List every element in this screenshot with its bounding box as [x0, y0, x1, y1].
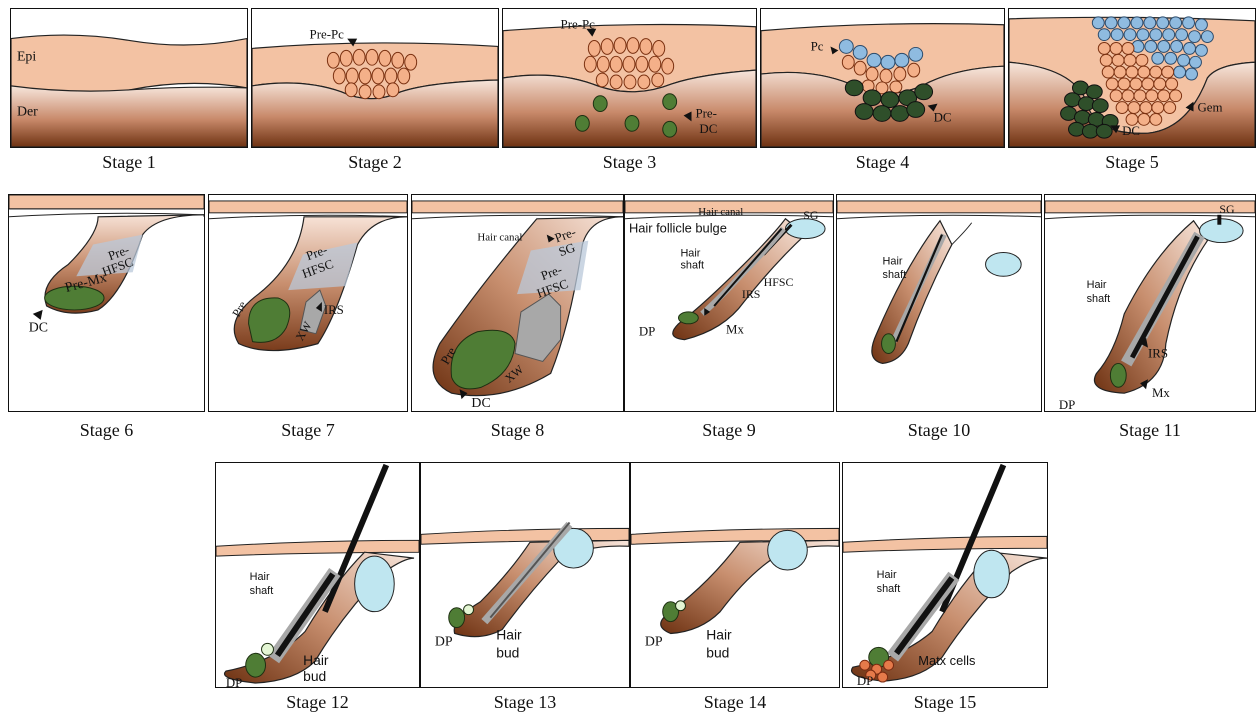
stage-4-panel: Pc DC: [760, 8, 1005, 148]
stage-14-panel: DP Hair bud: [630, 462, 840, 688]
stage-15-caption: Stage 15: [842, 692, 1048, 713]
hair-shaft-label-1: Hair: [877, 569, 897, 581]
stage-3-caption: Stage 3: [502, 152, 757, 173]
stage-8-panel: Hair canal Pre- SG Pre- HFSC Pre XW DC: [411, 194, 624, 412]
stage-1-panel: Epi Der: [10, 8, 248, 148]
pre-pc-label: Pre-Pc: [310, 28, 345, 42]
pre-pc-label: Pre-Pc: [561, 18, 596, 32]
stage-7-panel: Pre- HFSC IRS Pre XW: [208, 194, 408, 412]
sg-label: SG: [803, 208, 819, 222]
stage-10-panel: Hair shaft: [836, 194, 1042, 412]
hair-canal-label: Hair canal: [477, 232, 522, 244]
stage-6-panel: Pre- HFSC Pre-Mx DC: [8, 194, 205, 412]
hair-bud-label-1: Hair: [496, 626, 522, 642]
dp-label: DP: [1059, 398, 1075, 411]
hair-shaft-label-2: shaft: [680, 259, 704, 271]
hair-shaft-label-2: shaft: [883, 269, 907, 281]
hair-bud-label-1: Hair: [706, 626, 732, 642]
hair-canal-label: Hair canal: [698, 206, 743, 218]
stage-11-panel: SG Hair shaft IRS DP Mx: [1044, 194, 1256, 412]
hair-shaft-label-1: Hair: [1087, 279, 1107, 291]
stage-5-caption: Stage 5: [1008, 152, 1256, 173]
stage-15-panel: Hair shaft Matx cells DP: [842, 462, 1048, 688]
irs-label: IRS: [742, 287, 760, 301]
hair-shaft-label-2: shaft: [250, 585, 274, 597]
hair-shaft-label-1: Hair: [680, 247, 700, 259]
sg-label: SG: [1219, 202, 1235, 216]
dp-label: DP: [639, 325, 655, 339]
mx-label: Mx: [726, 323, 744, 337]
stage-3-panel: Pre-Pc Pre- DC: [502, 8, 757, 148]
hair-follicle-bulge-label: Hair follicle bulge: [629, 221, 727, 236]
epidermis-layer: [11, 35, 247, 95]
stage-9-panel: Hair canal SG Hair follicle bulge Hair s…: [624, 194, 834, 412]
pre-dc-label-line1: Pre-: [695, 106, 716, 120]
dc-label: DC: [471, 396, 490, 411]
stage-2-panel: Pre-Pc: [251, 8, 499, 148]
pc-label: Pc: [811, 39, 824, 53]
dermis-layer: [11, 86, 247, 147]
hair-shaft-label-2: shaft: [877, 583, 901, 595]
hair-bud-label-2: bud: [303, 668, 326, 684]
stage-6-caption: Stage 6: [8, 420, 205, 441]
stage-5-panel: Gem DC: [1008, 8, 1256, 148]
dc-label: DC: [934, 110, 952, 124]
hair-bud-label-2: bud: [706, 644, 729, 660]
stage-11-caption: Stage 11: [1044, 420, 1256, 441]
matx-cells-label: Matx cells: [918, 653, 975, 668]
dc-label: DC: [29, 320, 48, 335]
dp-label: DP: [435, 634, 453, 649]
stage-8-caption: Stage 8: [411, 420, 624, 441]
stage-10-caption: Stage 10: [836, 420, 1042, 441]
irs-label: IRS: [324, 303, 344, 317]
stage-4-caption: Stage 4: [760, 152, 1005, 173]
dp-label: DP: [857, 674, 873, 687]
mx-label: Mx: [1152, 386, 1170, 400]
stage-14-caption: Stage 14: [630, 692, 840, 713]
pre-dc-label-line2: DC: [699, 122, 717, 136]
hfsc-label: HFSC: [764, 275, 794, 289]
dp-label: DP: [226, 676, 242, 687]
stage-12-caption: Stage 12: [215, 692, 420, 713]
dp-label: DP: [645, 634, 663, 649]
irs-label: IRS: [1148, 346, 1168, 360]
gem-label: Gem: [1197, 101, 1222, 115]
hair-bud-label-2: bud: [496, 644, 519, 660]
dc-label: DC: [1122, 124, 1140, 138]
der-label: Der: [17, 103, 38, 118]
hair-bud-label-1: Hair: [303, 652, 329, 668]
stage-9-caption: Stage 9: [624, 420, 834, 441]
stage-12-panel: Hair shaft Hair bud DP: [215, 462, 420, 688]
hair-shaft-label-1: Hair: [883, 255, 903, 267]
stage-13-caption: Stage 13: [420, 692, 630, 713]
stage-13-panel: DP Hair bud: [420, 462, 630, 688]
hair-shaft-label-2: shaft: [1087, 293, 1111, 305]
hair-shaft-label-1: Hair: [250, 571, 270, 583]
stage-1-caption: Stage 1: [10, 152, 248, 173]
stage-7-caption: Stage 7: [208, 420, 408, 441]
epi-label: Epi: [17, 48, 36, 63]
stage-2-caption: Stage 2: [251, 152, 499, 173]
